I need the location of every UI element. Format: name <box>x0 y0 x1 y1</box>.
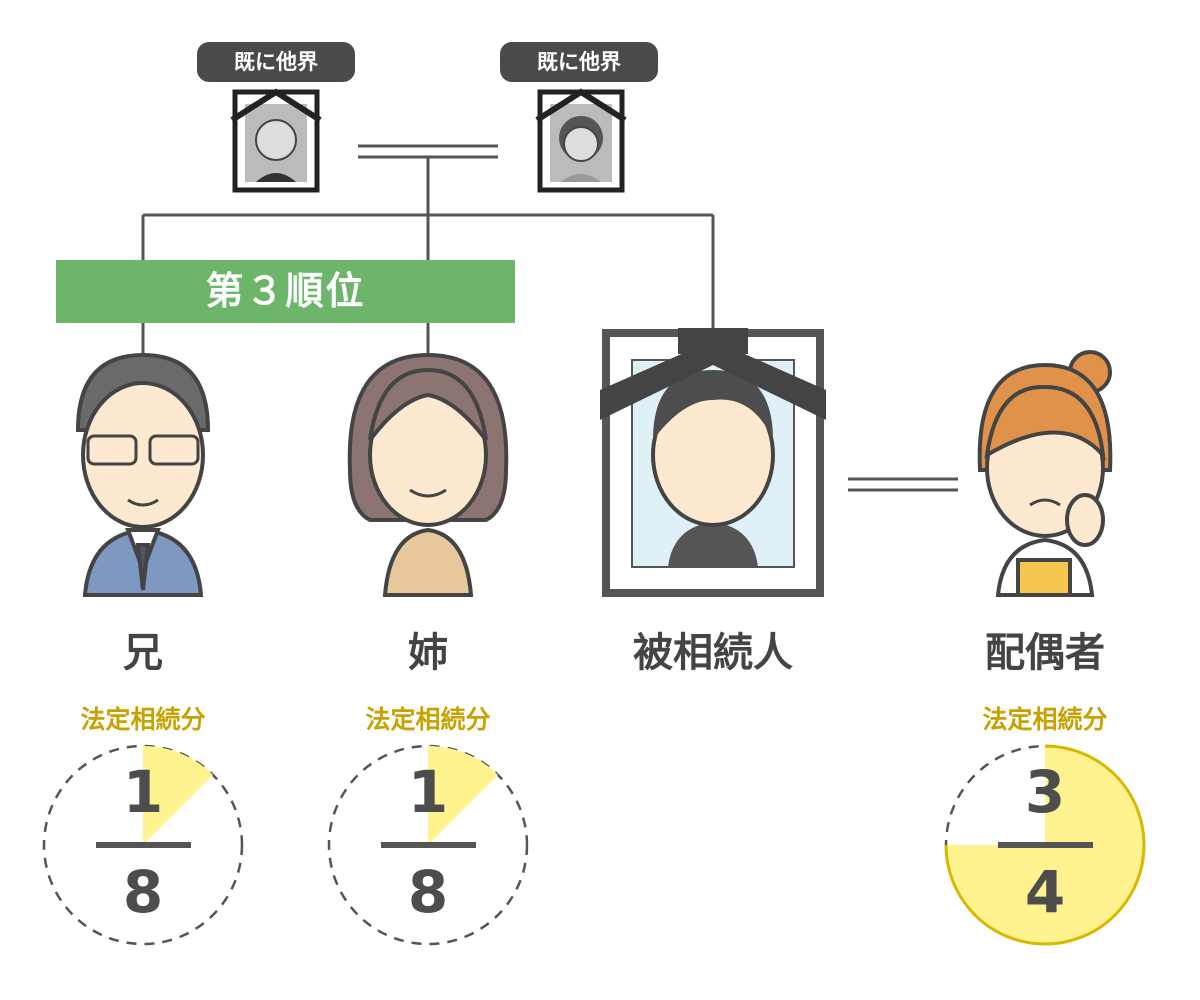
sister-share-label: 法定相続分 <box>365 705 491 734</box>
mother-deceased-badge: 既に他界 <box>500 42 658 82</box>
mother-portrait <box>535 88 627 193</box>
sister-denominator: 8 <box>407 858 449 926</box>
brother-denominator: 8 <box>122 858 164 926</box>
sister-numerator: 1 <box>407 758 449 826</box>
brother-share-wedge <box>143 746 214 845</box>
rank-banner: 第３順位 <box>56 260 515 323</box>
sister-illustration <box>347 352 509 597</box>
brother-numerator: 1 <box>122 758 164 826</box>
spouse-share-arc <box>944 744 1146 946</box>
brother-illustration <box>75 352 211 597</box>
brother-fraction-bar <box>96 842 191 848</box>
brother-share-label: 法定相続分 <box>80 705 206 734</box>
sister-share-wedge <box>428 746 499 845</box>
spouse-fraction-bar <box>998 842 1093 848</box>
spouse-label: 配偶者 <box>985 630 1105 676</box>
father-portrait <box>230 88 322 193</box>
sister-fraction-bar <box>381 842 476 848</box>
brother-share-circle <box>42 744 244 946</box>
sister-share-circle <box>327 744 529 946</box>
spouse-numerator: 3 <box>1024 758 1066 826</box>
deceased-label: 被相続人 <box>633 630 793 676</box>
father-deceased-badge: 既に他界 <box>197 42 355 82</box>
deceased-portrait <box>600 328 826 597</box>
spouse-illustration <box>977 350 1113 597</box>
spouse-share-label: 法定相続分 <box>982 705 1108 734</box>
brother-label: 兄 <box>123 630 163 676</box>
spouse-denominator: 4 <box>1024 858 1066 926</box>
sister-label: 姉 <box>408 630 448 676</box>
